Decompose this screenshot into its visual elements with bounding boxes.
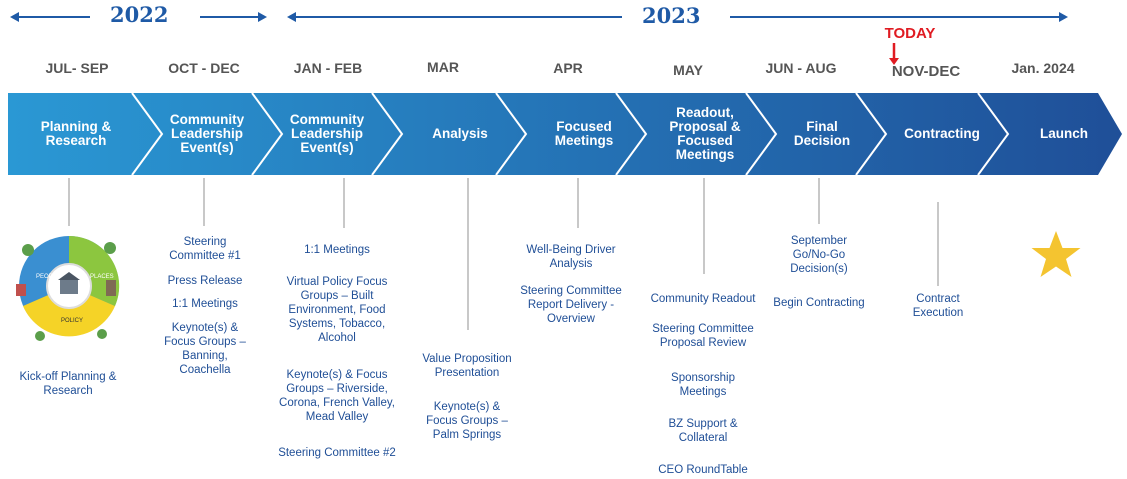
stage-launch: Launch <box>1039 126 1088 141</box>
note-steering-report: Steering Committee Report Delivery - Ove… <box>520 285 622 325</box>
connector-line <box>343 178 345 228</box>
note-well-being: Well-Being Driver Analysis <box>526 244 616 270</box>
stage-final-decision: Final Decision <box>793 119 851 148</box>
policy-label: POLICY <box>61 318 83 324</box>
note-community-readout: Community Readout <box>650 293 756 305</box>
connector-line <box>203 178 205 226</box>
arrowhead-left <box>287 12 296 22</box>
note-keynote-banning: Keynote(s) & Focus Groups – Banning, Coa… <box>164 322 246 376</box>
note-bz-support: BZ Support & Collateral <box>668 418 738 444</box>
note-ceo-roundtable: CEO RoundTable <box>658 464 748 476</box>
today-label: TODAY <box>884 25 936 42</box>
note-press-release: Press Release <box>167 275 243 287</box>
note-sponsorship: Sponsorship Meetings <box>671 372 735 398</box>
community-illustration: PEOPLE PLACES POLICY <box>16 235 120 341</box>
year-2022-label: 2022 <box>110 2 169 27</box>
connector-line <box>703 178 705 274</box>
note-steering-1: Steering Committee #1 <box>169 236 241 262</box>
stage-community-leadership-2: Community Leadership Event(s) <box>289 112 365 155</box>
period-label: NOV-DEC <box>891 63 961 80</box>
star-icon <box>1031 231 1081 277</box>
places-label: PLACES <box>90 274 114 280</box>
note-one-on-one: 1:1 Meetings <box>304 244 370 256</box>
note-keynote-palm-springs: Keynote(s) & Focus Groups – Palm Springs <box>426 401 508 441</box>
note-one-on-one: 1:1 Meetings <box>172 298 238 310</box>
year-2023-label: 2023 <box>642 3 701 28</box>
period-label: JUL- SEP <box>45 60 109 76</box>
period-label: OCT - DEC <box>168 60 240 76</box>
year-2022-line-right <box>200 16 260 18</box>
arrowhead-right <box>1059 12 1068 22</box>
note-kickoff: Kick-off Planning & Research <box>19 371 117 397</box>
note-steering-2: Steering Committee #2 <box>278 447 396 459</box>
note-value-proposition: Value Proposition Presentation <box>422 353 512 379</box>
year-2023-line-left <box>292 16 622 18</box>
year-2022-line-left <box>14 16 90 18</box>
connector-line <box>937 202 939 286</box>
stage-focused-meetings: Focused Meetings <box>554 119 614 148</box>
today-arrow-icon <box>889 43 899 65</box>
stage-community-leadership-1: Community Leadership Event(s) <box>169 112 245 155</box>
period-label: MAY <box>673 62 703 78</box>
period-label: JUN - AUG <box>765 60 837 76</box>
stage-contracting: Contracting <box>904 126 980 141</box>
connector-line <box>68 178 70 226</box>
connector-line <box>467 178 469 330</box>
stage-readout-proposal: Readout, Proposal & Focused Meetings <box>669 105 741 162</box>
period-label: APR <box>553 60 583 76</box>
period-label: JAN - FEB <box>293 60 363 76</box>
note-keynote-riverside: Keynote(s) & Focus Groups – Riverside, C… <box>279 369 395 423</box>
stage-planning-research: Planning & Research <box>40 119 112 148</box>
arrowhead-right <box>258 12 267 22</box>
stage-analysis: Analysis <box>432 126 488 141</box>
year-2023-line-right <box>730 16 1060 18</box>
note-steering-proposal: Steering Committee Proposal Review <box>652 323 754 349</box>
note-virtual-policy: Virtual Policy Focus Groups – Built Envi… <box>286 276 388 344</box>
note-september-decision: September Go/No-Go Decision(s) <box>790 235 848 275</box>
connector-line <box>818 178 820 224</box>
connector-line <box>577 178 579 228</box>
people-label: PEOPLE <box>36 274 60 280</box>
note-contract-execution: Contract Execution <box>912 293 964 319</box>
stage-chevron-band <box>8 93 1122 175</box>
period-label: MAR <box>427 59 459 75</box>
note-begin-contracting: Begin Contracting <box>773 297 865 309</box>
period-label: Jan. 2024 <box>1011 60 1075 76</box>
